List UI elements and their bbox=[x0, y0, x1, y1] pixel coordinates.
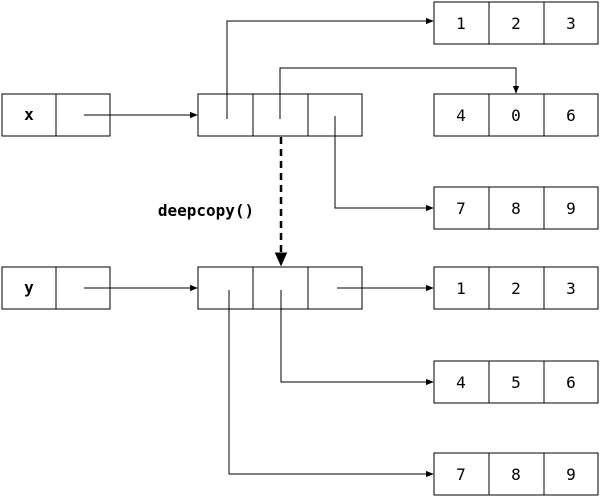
inner-list-box bbox=[433, 452, 599, 496]
list-cell-modified: 0 bbox=[511, 106, 521, 125]
list-cell: 9 bbox=[566, 465, 576, 484]
list-cell: 8 bbox=[511, 465, 521, 484]
inner-list-original-0: 1 2 3 bbox=[433, 1, 599, 45]
list-cell: 6 bbox=[566, 106, 576, 125]
inner-list-box bbox=[433, 1, 599, 45]
inner-list-original-2: 7 8 9 bbox=[433, 186, 599, 230]
list-cell: 1 bbox=[456, 279, 466, 298]
inner-list-box bbox=[433, 93, 599, 137]
outer-list-copy bbox=[197, 266, 363, 310]
reference-arrow-copy-1 bbox=[280, 290, 434, 386]
list-cell: 2 bbox=[511, 279, 521, 298]
deepcopy-label: deepcopy() bbox=[158, 201, 254, 220]
outer-list-copy-box bbox=[197, 266, 363, 310]
list-cell: 2 bbox=[511, 14, 521, 33]
list-cell: 3 bbox=[566, 279, 576, 298]
inner-list-copy-2: 7 8 9 bbox=[433, 452, 599, 496]
list-cell: 7 bbox=[456, 199, 466, 218]
inner-list-box bbox=[433, 360, 599, 404]
reference-arrow-original-1 bbox=[279, 67, 520, 119]
list-cell: 8 bbox=[511, 199, 521, 218]
reference-arrow-copy-2 bbox=[228, 290, 434, 478]
variable-y-label: y bbox=[24, 278, 34, 297]
list-cell: 5 bbox=[511, 373, 521, 392]
inner-list-box bbox=[433, 186, 599, 230]
list-cell: 4 bbox=[456, 106, 466, 125]
list-cell: 7 bbox=[456, 465, 466, 484]
list-cell: 1 bbox=[456, 14, 466, 33]
inner-list-box bbox=[433, 266, 599, 310]
reference-arrow-original-0 bbox=[226, 17, 434, 119]
list-cell: 3 bbox=[566, 14, 576, 33]
inner-list-copy-0: 1 2 3 bbox=[433, 266, 599, 310]
list-cell: 4 bbox=[456, 373, 466, 392]
list-cell: 6 bbox=[566, 373, 576, 392]
inner-list-original-1: 4 0 6 bbox=[433, 93, 599, 137]
list-cell: 9 bbox=[566, 199, 576, 218]
variable-x-label: x bbox=[24, 105, 34, 124]
reference-arrow-original-2 bbox=[334, 116, 434, 212]
inner-list-copy-1: 4 5 6 bbox=[433, 360, 599, 404]
